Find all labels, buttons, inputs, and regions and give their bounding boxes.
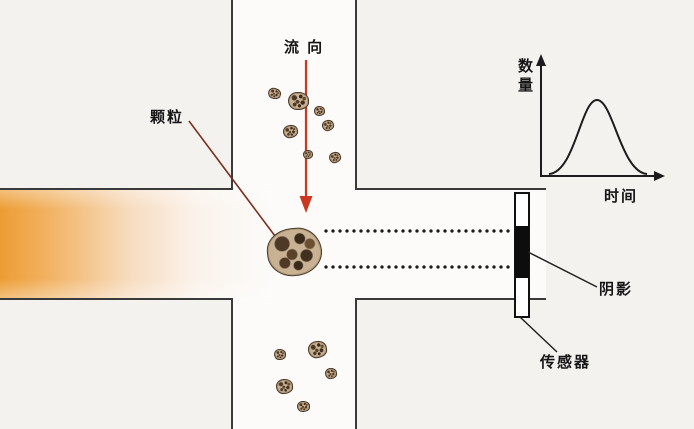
inset-chart-xlabel: 时间 bbox=[604, 188, 639, 205]
channel-wall bbox=[355, 0, 357, 189]
particle-small bbox=[306, 339, 329, 360]
particle-large bbox=[265, 225, 324, 279]
shadow-region bbox=[515, 226, 529, 278]
shadow-projection-line-bottom bbox=[324, 265, 512, 269]
channel-wall bbox=[355, 299, 357, 429]
particle-small bbox=[320, 118, 336, 133]
particle-small bbox=[302, 149, 314, 160]
particle-small bbox=[273, 348, 287, 361]
channel-wall bbox=[0, 298, 233, 300]
channel-wall bbox=[355, 298, 546, 300]
particle-small bbox=[266, 86, 283, 101]
channel-wall bbox=[355, 188, 546, 190]
shadow-projection-line-top bbox=[324, 229, 512, 233]
channel-wall bbox=[0, 188, 233, 190]
particle-small bbox=[288, 92, 309, 110]
particle-small bbox=[324, 367, 338, 380]
particle-small bbox=[275, 378, 294, 395]
particle-label: 颗粒 bbox=[150, 109, 185, 126]
particle-small bbox=[327, 150, 343, 165]
particle-small bbox=[296, 400, 311, 413]
inset-chart-ylabel: 数量 bbox=[516, 58, 533, 96]
particle-small bbox=[281, 123, 300, 140]
channel-wall bbox=[231, 299, 233, 429]
sensor-label: 传感器 bbox=[540, 354, 592, 371]
channel-wall bbox=[231, 0, 233, 189]
particle-small bbox=[314, 106, 325, 116]
shadow-label: 阴影 bbox=[599, 281, 634, 298]
flow-direction-label: 流 向 bbox=[284, 39, 325, 56]
